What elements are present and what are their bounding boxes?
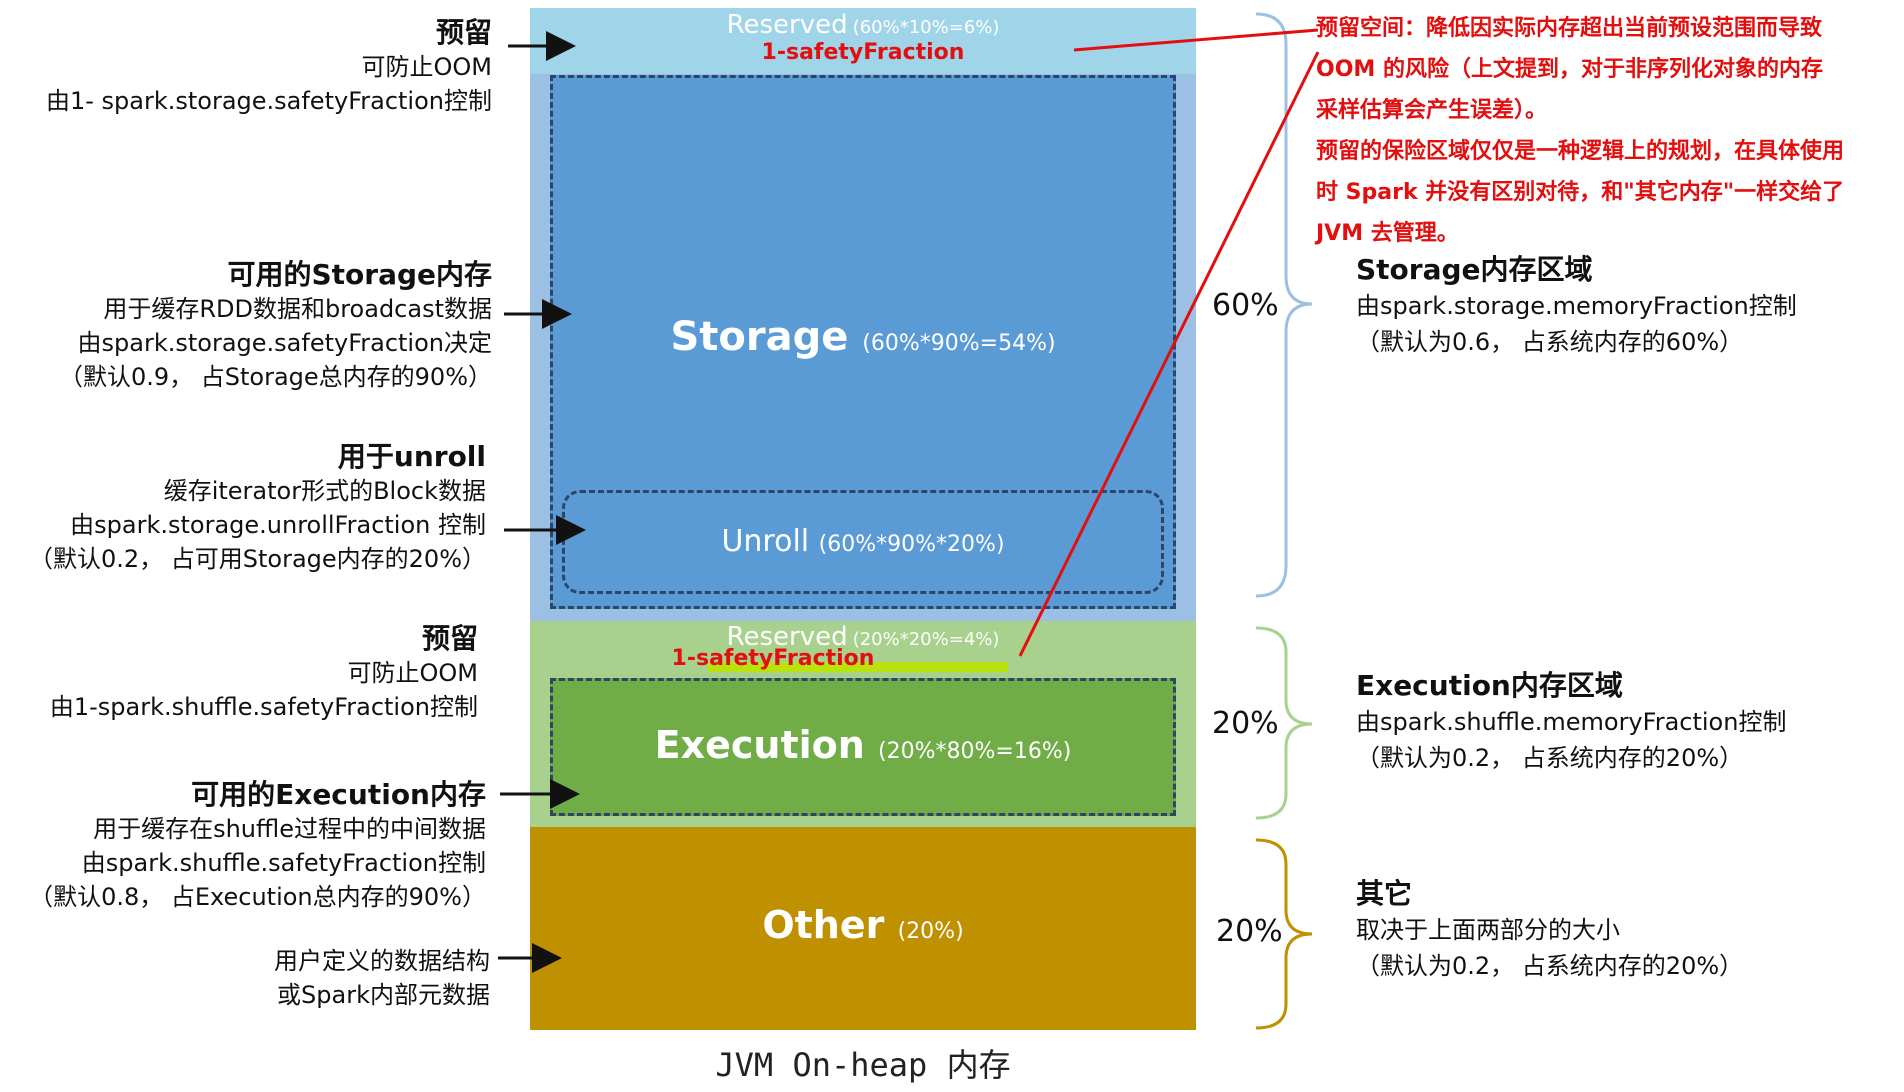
label-reserved-execution: 预留 可防止OOM 由1-spark.shuffle.safetyFractio… <box>50 622 478 724</box>
label-line: 用于缓存RDD数据和broadcast数据 <box>103 295 492 323</box>
pct-other: 20% <box>1216 914 1283 949</box>
label-line: 由spark.shuffle.memoryFraction控制 <box>1356 708 1787 736</box>
pct-storage: 60% <box>1212 288 1279 323</box>
label-line: 用户定义的数据结构 <box>274 947 490 975</box>
label-title: 预留 <box>421 622 478 655</box>
brace-other <box>1255 838 1313 1030</box>
label-line: 由spark.storage.safetyFraction决定 <box>77 329 492 357</box>
label-line: 取决于上面两部分的大小 <box>1356 916 1620 944</box>
jvm-memory-column: Reserved (60%*10%=6%) 1-safetyFraction S… <box>530 8 1196 1030</box>
label-title: 可用的Storage内存 <box>227 258 492 291</box>
label-reserved-storage: 预留 可防止OOM 由1- spark.storage.safetyFracti… <box>46 16 492 118</box>
brace-storage <box>1255 12 1313 598</box>
label-storage-region: Storage内存区域 由spark.storage.memoryFractio… <box>1356 252 1797 360</box>
label-line: （默认0.8， 占Execution总内存的90%） <box>29 883 486 911</box>
label-line: （默认0.9， 占Storage总内存的90%） <box>58 363 492 391</box>
note-line: 预留的保险区域仅仅是一种逻辑上的规划，在具体使用 <box>1316 139 1845 164</box>
diagram-caption: JVM On-heap 内存 <box>715 1046 1011 1084</box>
reserved-storage-fraction: 1-safetyFraction <box>761 40 965 65</box>
storage-label: Storage (60%*90%=54%) <box>670 314 1056 360</box>
reserved-space-note: 预留空间：降低因实际内存超出当前预设范围而导致 OOM 的风险（上文提到，对于非… <box>1316 8 1901 254</box>
label-line: 用于缓存在shuffle过程中的中间数据 <box>93 815 486 843</box>
label-other: 用户定义的数据结构 或Spark内部元数据 <box>274 944 490 1012</box>
label-title: 预留 <box>435 16 492 49</box>
red-connector-top <box>1073 28 1319 52</box>
reserved-execution-fraction: 1-safetyFraction <box>671 646 875 671</box>
label-line: 由spark.storage.memoryFraction控制 <box>1356 292 1797 320</box>
note-line: JVM 去管理。 <box>1316 221 1459 246</box>
label-title: Execution内存区域 <box>1356 669 1623 702</box>
label-usable-storage: 可用的Storage内存 用于缓存RDD数据和broadcast数据 由spar… <box>59 258 492 394</box>
label-unroll: 用于unroll 缓存iterator形式的Block数据 由spark.sto… <box>29 440 486 576</box>
label-usable-execution: 可用的Execution内存 用于缓存在shuffle过程中的中间数据 由spa… <box>29 778 486 914</box>
pct-execution: 20% <box>1212 706 1279 741</box>
label-line: 可防止OOM <box>361 53 493 81</box>
label-title: Storage内存区域 <box>1356 253 1593 286</box>
unroll-label: Unroll (60%*90%*20%) <box>721 524 1005 559</box>
brace-execution <box>1255 626 1313 820</box>
label-other-region: 其它 取决于上面两部分的大小 （默认为0.2， 占系统内存的20%） <box>1356 876 1743 984</box>
label-line: 由1-spark.shuffle.safetyFraction控制 <box>49 693 478 721</box>
reserved-execution-label: Reserved (20%*20%=4%) <box>726 622 1000 652</box>
reserved-storage-label: Reserved (60%*10%=6%) <box>726 10 1000 40</box>
label-title: 用于unroll <box>337 440 486 473</box>
label-line: 由spark.storage.unrollFraction 控制 <box>70 511 486 539</box>
label-title: 其它 <box>1356 877 1413 910</box>
label-execution-region: Execution内存区域 由spark.shuffle.memoryFract… <box>1356 668 1786 776</box>
storage-box <box>550 75 1176 609</box>
note-line: 采样估算会产生误差）。 <box>1316 98 1548 123</box>
label-line: 可防止OOM <box>347 659 479 687</box>
label-line: （默认为0.2， 占系统内存的20%） <box>1356 952 1744 980</box>
label-line: （默认为0.2， 占系统内存的20%） <box>1356 744 1744 772</box>
execution-label: Execution (20%*80%=16%) <box>654 723 1072 767</box>
note-line: OOM 的风险（上文提到，对于非序列化对象的内存 <box>1316 57 1823 82</box>
reserved-storage-area <box>530 8 1196 74</box>
label-title: 可用的Execution内存 <box>191 778 486 811</box>
label-line: 由1- spark.storage.safetyFraction控制 <box>45 87 492 115</box>
red-connector-diagonal <box>1018 51 1320 657</box>
label-line: 或Spark内部元数据 <box>277 981 490 1009</box>
safety-fraction-highlight <box>708 662 1008 672</box>
other-zone <box>530 827 1196 1030</box>
note-line: 预留空间：降低因实际内存超出当前预设范围而导致 <box>1316 16 1823 41</box>
other-label: Other (20%) <box>762 903 964 947</box>
label-line: （默认0.2， 占可用Storage内存的20%） <box>28 545 486 573</box>
label-line: 由spark.shuffle.safetyFraction控制 <box>81 849 486 877</box>
label-line: 缓存iterator形式的Block数据 <box>163 477 486 505</box>
execution-box <box>550 678 1176 816</box>
label-line: （默认为0.6， 占系统内存的60%） <box>1356 328 1744 356</box>
note-line: 时 Spark 并没有区别对待，和"其它内存"一样交给了 <box>1316 180 1845 205</box>
